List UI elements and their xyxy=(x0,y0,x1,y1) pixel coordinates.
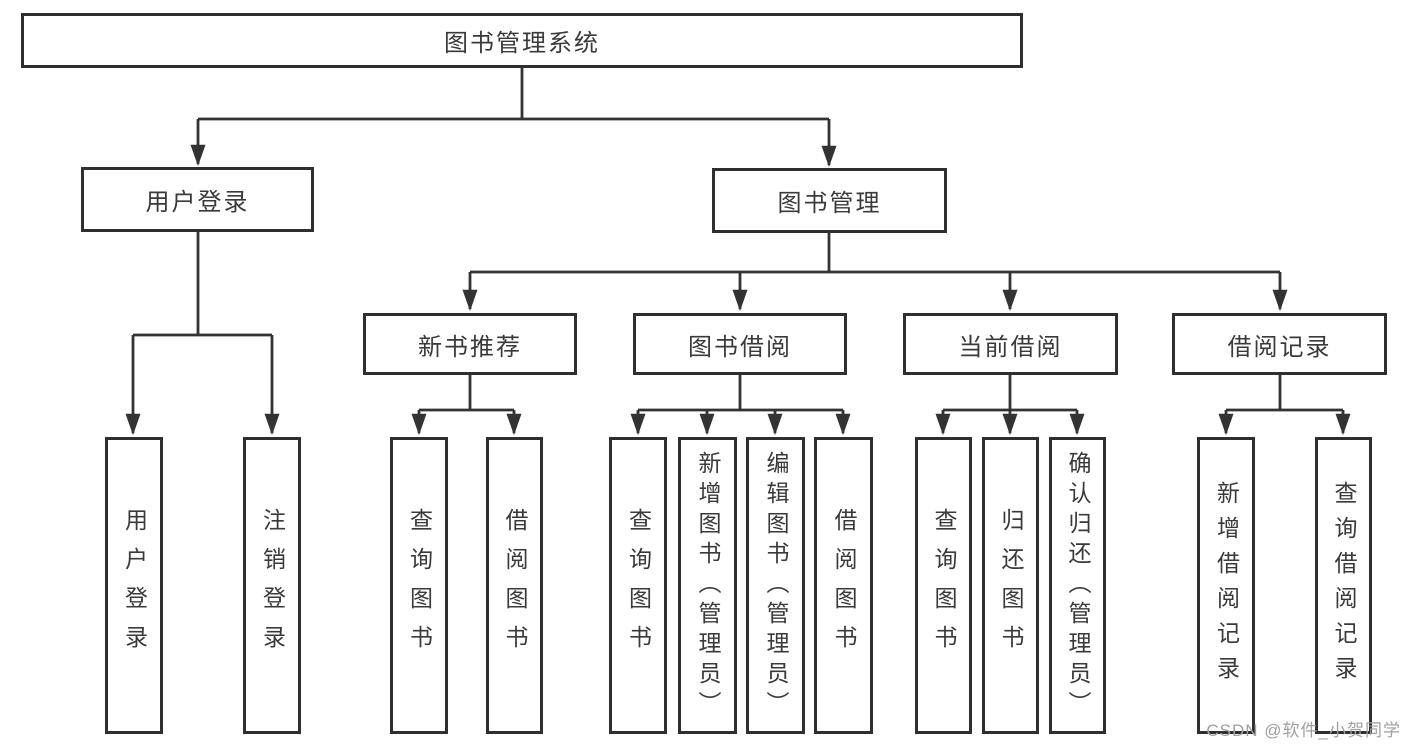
node-label: 图书管理系统 xyxy=(444,30,600,57)
node-label: 新增图书（管理员） xyxy=(695,450,721,721)
leaf-borrow-books: 借阅图书 xyxy=(814,437,873,734)
node-label: 查询图书 xyxy=(625,507,652,664)
node-label: 查询图书 xyxy=(931,507,957,664)
watermark: CSDN @软件_小贺同学 xyxy=(1206,721,1401,740)
node-book-management: 图书管理 xyxy=(712,168,947,233)
node-label: 当前借阅 xyxy=(958,333,1063,361)
leaf-logout: 注销登录 xyxy=(243,437,301,734)
node-label: 查询图书 xyxy=(406,507,433,664)
leaf-query-borrow-record: 查询借阅记录 xyxy=(1315,437,1372,734)
node-user-login-group: 用户登录 xyxy=(81,167,314,232)
node-root-library-system: 图书管理系统 xyxy=(21,13,1023,68)
leaf-user-login: 用户登录 xyxy=(105,437,163,734)
leaf-query-books-current: 查询图书 xyxy=(915,437,972,734)
node-label: 注销登录 xyxy=(259,507,286,664)
leaf-add-books-admin: 新增图书（管理员） xyxy=(678,437,737,734)
node-label: 新书推荐 xyxy=(418,333,522,361)
node-label: 归还图书 xyxy=(998,507,1024,664)
leaf-add-borrow-record: 新增借阅记录 xyxy=(1197,437,1255,734)
leaf-return-books: 归还图书 xyxy=(982,437,1039,734)
node-label: 新增借阅记录 xyxy=(1213,480,1240,691)
leaf-query-books-recommend: 查询图书 xyxy=(390,437,448,734)
node-borrowing-records: 借阅记录 xyxy=(1172,313,1387,375)
node-label: 图书借阅 xyxy=(688,333,792,361)
node-label: 图书管理 xyxy=(777,190,882,217)
node-new-book-recommend: 新书推荐 xyxy=(363,313,577,375)
leaf-confirm-return-admin: 确认归还（管理员） xyxy=(1049,437,1106,734)
node-label: 借阅记录 xyxy=(1227,333,1332,361)
leaf-borrow-books-recommend: 借阅图书 xyxy=(486,437,543,734)
node-current-borrowing: 当前借阅 xyxy=(903,313,1118,375)
node-book-borrowing: 图书借阅 xyxy=(633,313,847,375)
node-label: 借阅图书 xyxy=(831,507,857,664)
leaf-query-books-borrow: 查询图书 xyxy=(609,437,667,734)
node-label: 用户登录 xyxy=(145,189,250,216)
node-label: 借阅图书 xyxy=(502,507,528,664)
node-label: 确认归还（管理员） xyxy=(1065,450,1091,721)
leaf-edit-books-admin: 编辑图书（管理员） xyxy=(746,437,805,734)
node-label: 编辑图书（管理员） xyxy=(763,450,789,721)
node-label: 用户登录 xyxy=(121,507,148,664)
node-label: 查询借阅记录 xyxy=(1331,480,1357,691)
